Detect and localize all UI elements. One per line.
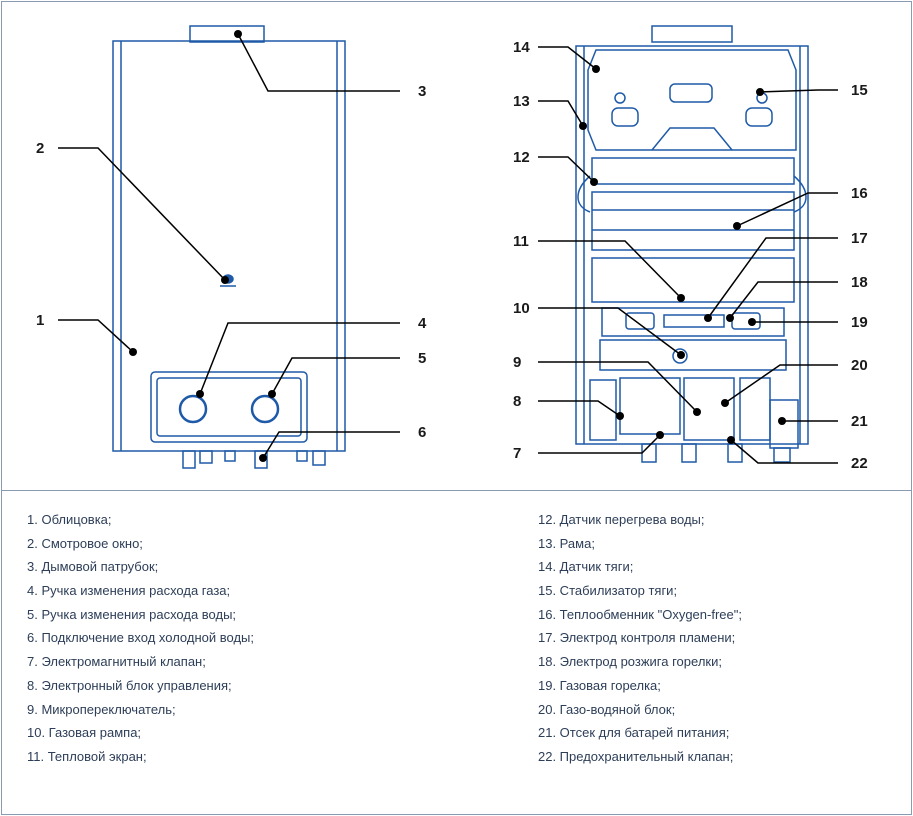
- legend-item: 3. Дымовой патрубок;: [27, 559, 159, 575]
- water-knob: [250, 394, 280, 424]
- callout-11: 11: [513, 233, 529, 250]
- callout-12: 12: [513, 149, 530, 166]
- callout-5: 5: [418, 350, 426, 367]
- frame-body: [575, 45, 809, 445]
- legend-item: 5. Ручка изменения расхода воды;: [27, 606, 237, 622]
- callout-4: 4: [418, 315, 427, 332]
- callout-13: 13: [513, 93, 530, 110]
- legend-item: 6. Подключение вход холодной воды;: [27, 630, 254, 646]
- casing: [112, 40, 346, 452]
- legend-item: 20. Газо-водяной блок;: [538, 701, 676, 717]
- legend-item: 2. Смотровое окно;: [27, 535, 143, 551]
- legend-item: 18. Электрод розжига горелки;: [538, 654, 722, 670]
- callout-19: 19: [851, 314, 868, 331]
- legend-item: 11. Тепловой экран;: [27, 748, 147, 764]
- callout-8: 8: [513, 393, 521, 410]
- legend-right: 12. Датчик перегрева воды; 13. Рама; 14.…: [538, 508, 742, 769]
- legend-item: 17. Электрод контроля пламени;: [538, 630, 736, 646]
- legend-item: 19. Газовая горелка;: [538, 677, 661, 693]
- legend-item: 7. Электромагнитный клапан;: [27, 654, 206, 670]
- control-unit: [589, 379, 617, 441]
- heat-exchanger: [591, 191, 795, 251]
- callout-9: 9: [513, 354, 521, 371]
- callout-15: 15: [851, 82, 868, 99]
- gas-water-block: [619, 377, 681, 435]
- leader-dots: [129, 30, 786, 462]
- callout-1: 1: [36, 312, 44, 329]
- callout-7: 7: [513, 445, 521, 462]
- legend-item: 10. Газовая рампа;: [27, 725, 142, 741]
- gas-manifold: [599, 339, 787, 371]
- front-view: [112, 25, 346, 469]
- callout-2: 2: [36, 140, 44, 157]
- callout-16: 16: [851, 185, 868, 202]
- legend-item: 1. Облицовка;: [27, 512, 112, 527]
- callout-3: 3: [418, 83, 426, 100]
- legend-item: 21. Отсек для батарей питания;: [538, 725, 730, 741]
- gas-knob: [178, 394, 208, 424]
- legend-item: 14. Датчик тяги;: [538, 559, 634, 575]
- callout-14: 14: [513, 39, 530, 56]
- legend-item: 4. Ручка изменения расхода газа;: [27, 583, 231, 599]
- callout-10: 10: [513, 300, 530, 317]
- legend-left: 1. Облицовка; 2. Смотровое окно; 3. Дымо…: [27, 508, 254, 769]
- leader-lines: [58, 33, 838, 464]
- legend-item: 9. Микропереключатель;: [27, 701, 176, 717]
- bottom-connector-1: [182, 450, 196, 469]
- control-panel: [150, 371, 308, 443]
- legend-item: 22. Предохранительный клапан;: [538, 748, 734, 764]
- legend-item: 16. Теплообменник "Oxygen-free";: [538, 606, 742, 622]
- callout-21: 21: [851, 413, 868, 430]
- cold-water-inlet: [254, 450, 268, 469]
- flue-outlet: [651, 25, 733, 43]
- heat-shield: [591, 257, 795, 303]
- callout-18: 18: [851, 274, 868, 291]
- legend-item: 8. Электронный блок управления;: [27, 677, 232, 693]
- callout-6: 6: [418, 424, 426, 441]
- draft-stabilizer: [587, 49, 797, 151]
- callout-22: 22: [851, 455, 868, 472]
- callout-17: 17: [851, 230, 868, 247]
- legend-item: 13. Рама;: [538, 535, 595, 551]
- flue-pipe: [189, 25, 265, 43]
- legend-item: 12. Датчик перегрева воды;: [538, 512, 705, 527]
- water-heater-diagram: 1 2 3 4 5 6 7 8 9 10 11 12 13 14 15 16 1…: [36, 25, 868, 472]
- legend-item: 15. Стабилизатор тяги;: [538, 583, 678, 599]
- callout-20: 20: [851, 357, 868, 374]
- legend-divider: [1, 490, 912, 491]
